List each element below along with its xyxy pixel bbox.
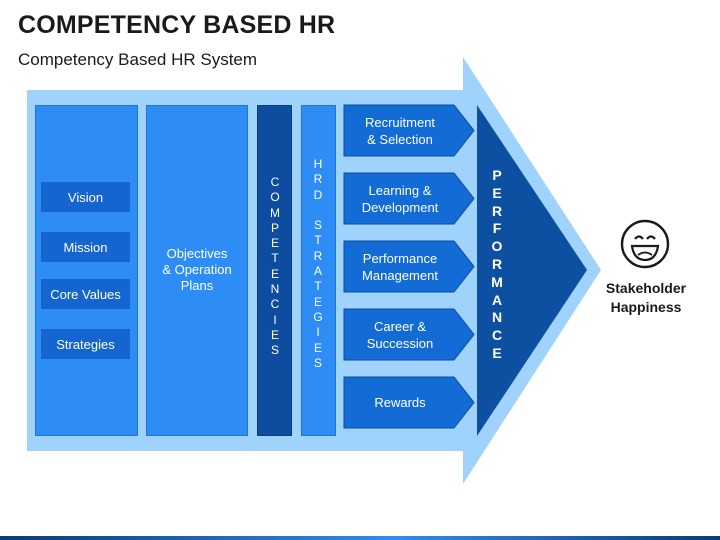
footer-bar: [0, 536, 720, 540]
performance-letter: A: [491, 291, 503, 308]
hrd-strategies-letter: S: [313, 218, 322, 233]
competencies-letter: I: [273, 312, 277, 327]
smiley-face-icon: [620, 219, 670, 269]
competencies-letter: E: [270, 327, 279, 342]
hrd-strategies-letter: G: [313, 309, 323, 324]
hrd-strategies-letter: S: [313, 355, 322, 370]
process-label: Recruitment & Selection: [364, 114, 436, 147]
hrd-strategies-letter: R: [313, 172, 323, 187]
competencies-letter: C: [270, 297, 280, 312]
competencies-letter: M: [270, 205, 280, 220]
competencies-letter: P: [270, 220, 279, 235]
process-label: Rewards: [374, 395, 426, 410]
hrd-strategies-letter: D: [313, 187, 323, 202]
competencies-letter: E: [270, 266, 279, 281]
hrd-strategies-letter: H: [313, 157, 323, 171]
performance-arrow: [477, 105, 587, 436]
process-shape: [343, 308, 475, 361]
process-label: Learning & Development: [361, 182, 439, 215]
objectives-label: Objectives & Operation Plans: [162, 246, 232, 293]
process-shape: [343, 172, 475, 225]
hrd-strategies-letter: T: [314, 233, 322, 248]
performance-letter: N: [491, 309, 503, 326]
performance-letter: O: [491, 238, 503, 255]
competencies-column: [257, 105, 292, 436]
competencies-letter: O: [270, 190, 280, 205]
competencies-letter: S: [270, 343, 279, 358]
hrd-strategies-letter: T: [314, 279, 322, 294]
performance-letter: M: [491, 273, 503, 290]
hrd-strategies-letter: R: [313, 248, 323, 263]
stakeholder-happiness-label: Stakeholder Happiness: [605, 280, 687, 315]
foundation-item-strategies: Strategies: [41, 329, 130, 359]
process-shape: [343, 376, 475, 429]
page-subtitle: Competency Based HR System: [18, 50, 258, 69]
foundation-item-core-values: Core Values: [41, 279, 130, 309]
performance-letter: R: [491, 255, 503, 272]
hrd-strategies-letter: E: [313, 294, 322, 309]
objectives-column: [146, 105, 248, 436]
hrd-strategies-letter: A: [313, 264, 322, 279]
competencies-letter: T: [271, 251, 279, 266]
foundation-item-vision: Vision: [41, 182, 130, 212]
performance-letter: E: [492, 344, 502, 361]
page-title: COMPETENCY BASED HR: [18, 11, 336, 39]
process-label: Performance Management: [362, 250, 438, 283]
performance-letter: R: [491, 202, 503, 219]
performance-letter: F: [492, 220, 502, 237]
process-shape: [343, 104, 475, 157]
process-shape: [343, 240, 475, 293]
process-label: Career & Succession: [366, 318, 434, 351]
foundation-item-mission: Mission: [41, 232, 130, 262]
performance-letter: C: [491, 327, 503, 344]
foundation-column: [35, 105, 138, 436]
hrd-strategies-letter: I: [316, 325, 320, 340]
competencies-letter: N: [270, 282, 280, 297]
performance-letter: E: [492, 184, 502, 201]
competencies-letter: C: [270, 175, 280, 189]
competencies-letter: E: [270, 236, 279, 251]
performance-letter: P: [492, 167, 502, 183]
hrd-strategies-letter: E: [313, 340, 322, 355]
hrd-strategies-column: [301, 105, 336, 436]
